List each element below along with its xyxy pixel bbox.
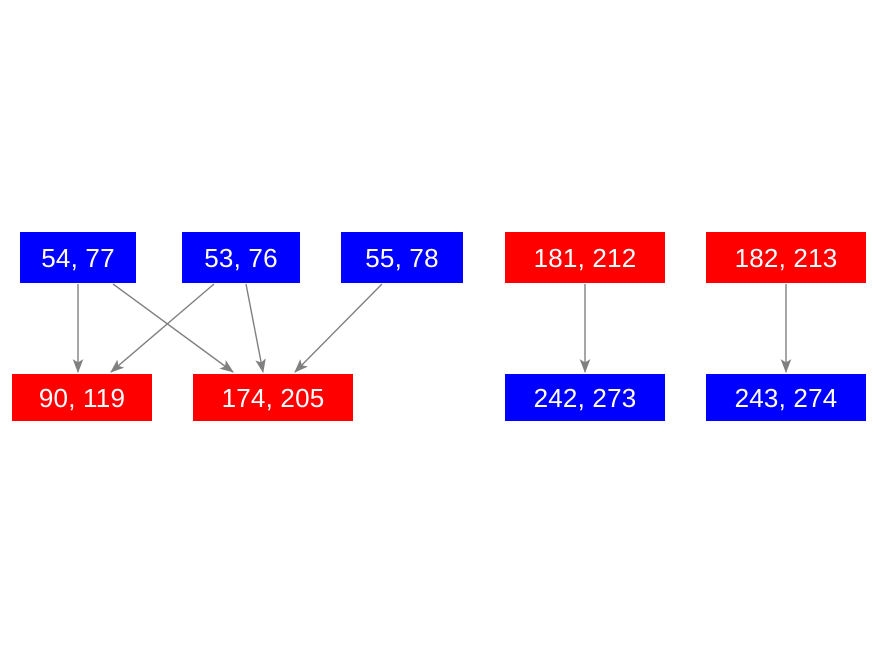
graph-node-n7[interactable]: 242, 273 <box>505 374 665 421</box>
graph-node-n3[interactable]: 181, 212 <box>505 232 665 283</box>
edges-group <box>72 283 792 374</box>
graph-node-label: 242, 273 <box>533 382 637 413</box>
graph-node-label: 174, 205 <box>221 382 325 413</box>
edge-n1-to-n5 <box>110 283 215 373</box>
graph-node-label: 243, 274 <box>734 382 838 413</box>
graph-node-label: 90, 119 <box>38 382 126 413</box>
graph-node-label: 54, 77 <box>41 242 115 273</box>
graph-node-n0[interactable]: 54, 77 <box>20 232 136 283</box>
graph-node-label: 182, 213 <box>734 242 838 273</box>
edge-n1-to-n6 <box>245 283 266 374</box>
graph-node-n4[interactable]: 182, 213 <box>706 232 866 283</box>
graph-node-label: 55, 78 <box>365 242 439 273</box>
graph-node-n6[interactable]: 174, 205 <box>193 374 353 421</box>
graph-node-n1[interactable]: 53, 76 <box>182 232 300 283</box>
edge-n0-to-n6 <box>112 283 234 373</box>
graph-node-n8[interactable]: 243, 274 <box>706 374 866 421</box>
graph-node-n2[interactable]: 55, 78 <box>341 232 463 283</box>
graph-node-label: 53, 76 <box>204 242 278 273</box>
edge-n2-to-n6 <box>294 283 383 373</box>
graph-node-label: 181, 212 <box>533 242 637 273</box>
graph-node-n5[interactable]: 90, 119 <box>12 374 152 421</box>
